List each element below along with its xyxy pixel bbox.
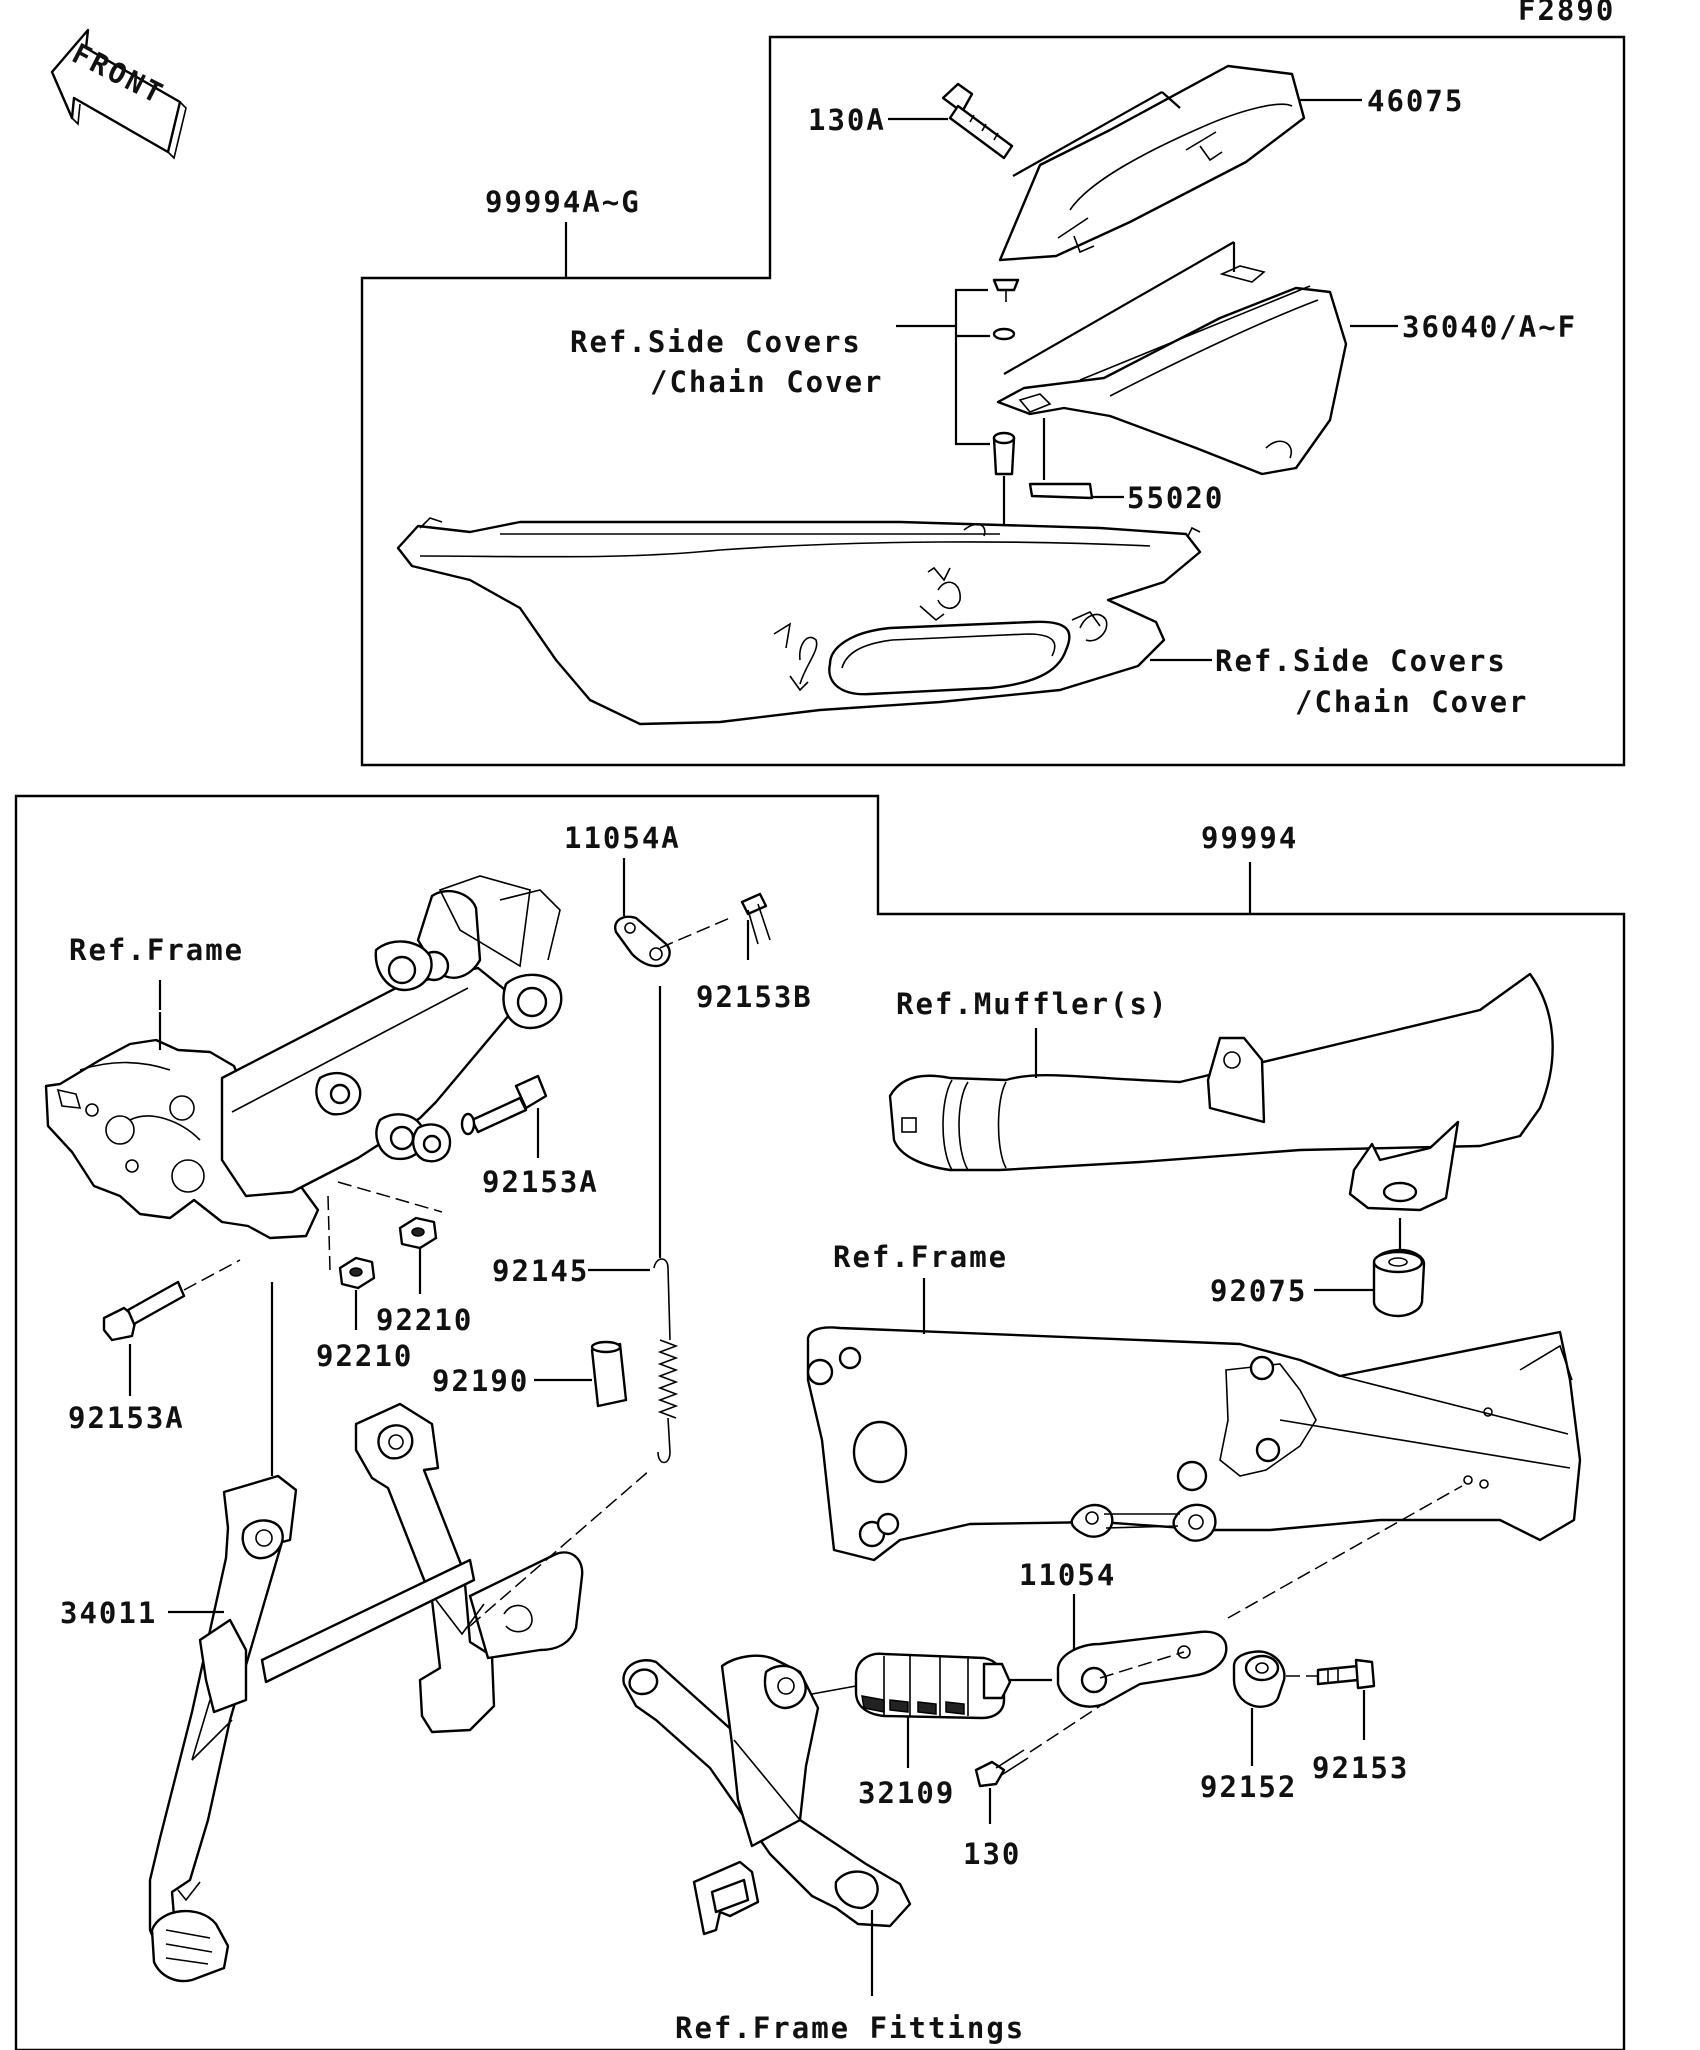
label-92152: 92152 <box>1200 1770 1297 1804</box>
label-ref-side-covers-1b: /Chain Cover <box>650 365 884 399</box>
label-92210-b: 92210 <box>316 1339 413 1373</box>
bolt-130A <box>941 82 1014 160</box>
label-92153B: 92153B <box>696 980 813 1014</box>
label-ref-muffler: Ref.Muffler(s) <box>896 987 1168 1021</box>
footpeg-32109 <box>854 1652 1012 1720</box>
center-stand-34011 <box>148 1402 584 1983</box>
ref-muffler <box>888 972 1554 1212</box>
label-ref-frame-1: Ref.Frame <box>69 933 244 967</box>
bracket-11054A <box>614 915 671 968</box>
cover-46075 <box>998 64 1306 262</box>
spring-92145 <box>653 1258 679 1464</box>
label-11054A: 11054A <box>564 821 681 855</box>
collar-92152 <box>1232 1650 1286 1708</box>
label-92190: 92190 <box>432 1364 529 1398</box>
screw-stack <box>992 278 1020 476</box>
sticker-55020 <box>1028 482 1094 500</box>
label-ref-frame-2: Ref.Frame <box>833 1240 1008 1274</box>
damper-92075 <box>1372 1248 1426 1318</box>
collar-92190 <box>590 1340 628 1408</box>
label-46075: 46075 <box>1367 84 1464 118</box>
side-cover-36040 <box>996 265 1348 476</box>
bolt-130 <box>974 1749 1029 1788</box>
nut-92210-b <box>338 1256 376 1290</box>
label-92153: 92153 <box>1312 1751 1409 1785</box>
stand-pivot-bar <box>220 875 563 1198</box>
ref-side-cover-large <box>396 517 1202 726</box>
leader-130A-to-cover <box>1012 91 1163 177</box>
bracket-side-covers <box>954 288 990 446</box>
bolt-92153B <box>740 892 771 945</box>
label-130A: 130A <box>808 103 886 137</box>
label-92153A-lower: 92153A <box>68 1401 185 1435</box>
ref-frame-right <box>806 1326 1582 1562</box>
label-130: 130 <box>963 1837 1021 1871</box>
front-arrow-icon: FRONT <box>50 28 187 160</box>
label-99994: 99994 <box>1201 821 1298 855</box>
label-92075: 92075 <box>1210 1274 1307 1308</box>
ref-frame-fittings <box>622 1654 912 1936</box>
label-34011: 34011 <box>60 1596 157 1630</box>
label-ref-side-covers-1a: Ref.Side Covers <box>570 325 862 359</box>
label-ref-side-covers-2b: /Chain Cover <box>1295 685 1529 719</box>
label-55020: 55020 <box>1127 481 1224 515</box>
bolt-92153A-upper <box>460 1074 548 1136</box>
upper-kit-box <box>360 35 1626 767</box>
leader-36040-guide <box>1003 241 1235 375</box>
bolt-92153A-lower <box>102 1280 186 1342</box>
figure-code: F2890 <box>1518 0 1615 27</box>
label-99994AG: 99994A~G <box>485 185 641 219</box>
bolt-92153 <box>1316 1658 1376 1690</box>
label-32109: 32109 <box>858 1776 955 1810</box>
bracket-11054 <box>1056 1630 1228 1708</box>
label-11054: 11054 <box>1019 1558 1116 1592</box>
nut-92210-a <box>398 1216 438 1250</box>
label-36040: 36040/A~F <box>1402 310 1577 344</box>
lower-kit-box <box>14 794 1626 2050</box>
label-92153A-upper: 92153A <box>482 1165 599 1199</box>
label-ref-frame-fittings: Ref.Frame Fittings <box>675 2011 1025 2045</box>
label-92145: 92145 <box>492 1254 589 1288</box>
label-92210-a: 92210 <box>376 1303 473 1337</box>
label-ref-side-covers-2a: Ref.Side Covers <box>1215 644 1507 678</box>
